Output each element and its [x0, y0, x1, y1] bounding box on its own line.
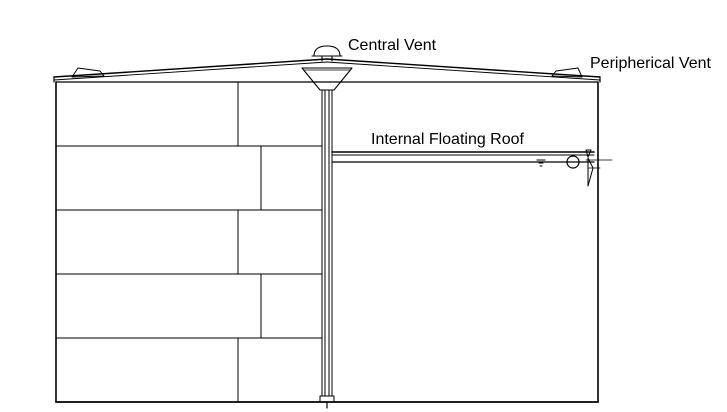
tank-shell [55, 81, 599, 403]
peripheral-vent-right-icon [551, 67, 583, 78]
internal-floating-roof [331, 149, 613, 187]
central-vent-label: Central Vent [348, 37, 437, 54]
rim-seal-icon [566, 155, 580, 169]
peripheral-vent-label: Peripherical Vent [590, 55, 711, 72]
shell-plates [55, 81, 323, 403]
central-vent-icon [301, 45, 353, 91]
peripheral-vent-left-icon [71, 67, 105, 78]
central-column [319, 89, 335, 409]
internal-floating-roof-label: Internal Floating Roof [371, 131, 524, 148]
fixed-roof [53, 58, 601, 83]
